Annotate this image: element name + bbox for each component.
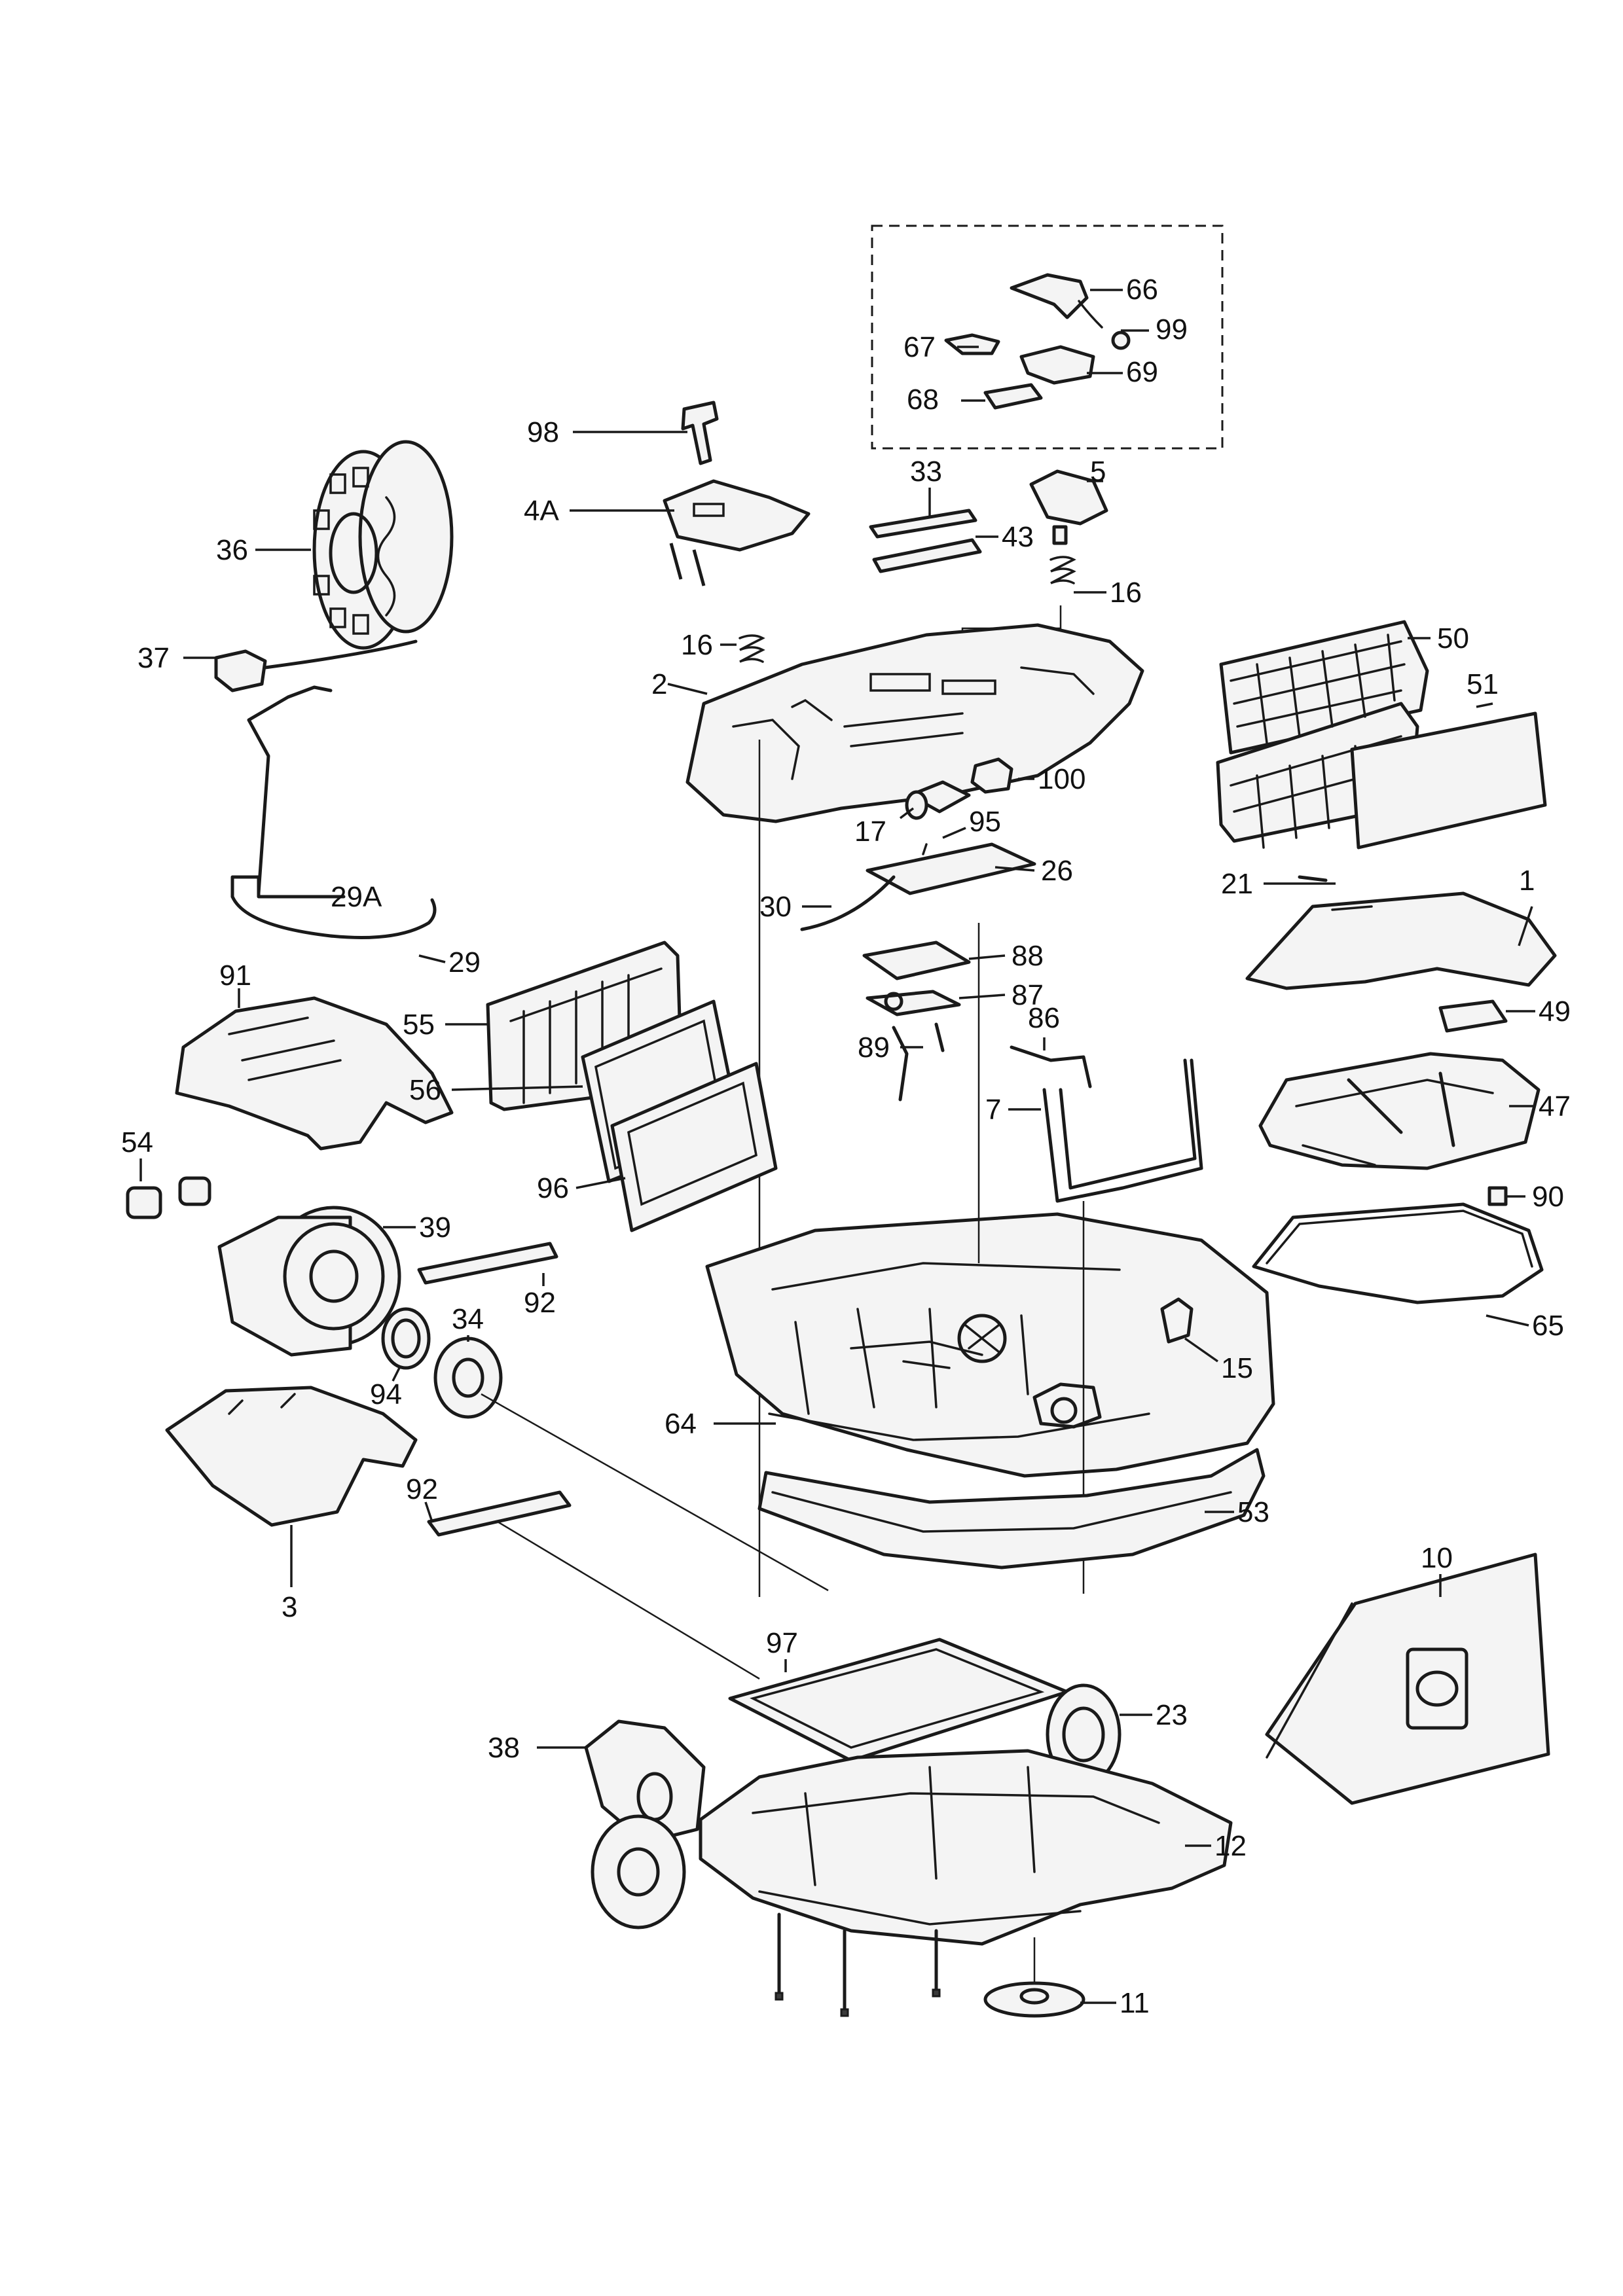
callout-38: 38 (488, 1732, 520, 1764)
callout-86: 86 (1028, 1002, 1060, 1034)
part-3-motor-cover-bottom (165, 1386, 418, 1587)
part-29-cable (230, 895, 446, 963)
part-4A-plug (570, 479, 811, 586)
inset-detail-box (871, 224, 1224, 450)
callout-92-upper: 92 (524, 1287, 556, 1319)
part-39-motor (217, 1206, 416, 1357)
part-91-motor-cover-top (175, 988, 454, 1151)
part-36-cord-reel (255, 440, 454, 650)
part-34-seal (433, 1335, 829, 1592)
part-65-gasket (1252, 1202, 1544, 1327)
part-92-bracket-lower (424, 1490, 760, 1680)
callout-4A: 4A (524, 495, 559, 527)
part-88-bracket (862, 941, 1006, 980)
callout-95: 95 (969, 806, 1001, 838)
part-7-handle (1008, 1058, 1203, 1203)
callout-66: 66 (1126, 274, 1158, 306)
part-100-switch (970, 757, 1034, 794)
callout-91: 91 (219, 960, 251, 992)
part-15-clip (1160, 1297, 1219, 1363)
callout-96: 96 (537, 1172, 569, 1204)
callout-100: 100 (1038, 763, 1085, 795)
callout-17: 17 (854, 816, 886, 848)
callout-50: 50 (1437, 622, 1469, 655)
part-49-latch (1438, 999, 1535, 1033)
part-94-ring (381, 1307, 431, 1382)
callout-90: 90 (1532, 1181, 1564, 1213)
callout-99: 99 (1156, 314, 1188, 346)
part-10-dust-bag (1265, 1552, 1550, 1805)
callout-37: 37 (137, 642, 170, 674)
callout-5: 5 (1090, 456, 1106, 488)
callout-33: 33 (910, 456, 942, 488)
callout-51: 51 (1467, 668, 1499, 700)
callout-12: 12 (1214, 1830, 1247, 1862)
callout-2: 2 (651, 668, 667, 700)
part-1-lid (1245, 882, 1557, 990)
callout-94: 94 (370, 1378, 402, 1410)
callout-10: 10 (1421, 1542, 1453, 1574)
callout-53: 53 (1237, 1496, 1269, 1528)
callout-16-left: 16 (681, 629, 713, 661)
callout-7: 7 (985, 1094, 1001, 1126)
callout-97: 97 (766, 1627, 798, 1659)
callout-56: 56 (409, 1074, 441, 1106)
callout-16-right: 16 (1110, 577, 1142, 609)
callout-67: 67 (903, 331, 936, 363)
part-front-wheel (591, 1814, 686, 1929)
part-47-lid-frame (1258, 1052, 1541, 1170)
callout-39: 39 (419, 1211, 451, 1244)
part-96-filter-frame (575, 1062, 778, 1232)
callout-65: 65 (1532, 1310, 1564, 1342)
part-16-spring-left (720, 634, 765, 663)
callout-55: 55 (403, 1009, 435, 1041)
part-11-swivel-wheel (983, 1937, 1116, 2018)
callout-29A: 29A (331, 881, 382, 913)
part-92-bracket-upper (417, 1242, 558, 1286)
callout-23: 23 (1156, 1699, 1188, 1731)
part-17-knob (899, 780, 971, 820)
callout-69: 69 (1126, 356, 1158, 388)
callout-34: 34 (452, 1303, 484, 1335)
part-90-clip (1487, 1186, 1525, 1206)
part-29A-cable-holder (230, 685, 346, 899)
callout-26: 26 (1041, 855, 1073, 887)
part-12-chassis (699, 1749, 1233, 1946)
callout-89: 89 (858, 1031, 890, 1064)
part-54-brush (126, 1158, 211, 1219)
callout-21: 21 (1221, 868, 1253, 900)
callout-87: 87 (1012, 979, 1044, 1011)
callout-29: 29 (448, 946, 481, 978)
callout-30: 30 (759, 891, 792, 923)
callout-11: 11 (1120, 1987, 1150, 2019)
callout-49: 49 (1539, 996, 1571, 1028)
callout-98: 98 (527, 416, 559, 448)
callout-1: 1 (1519, 865, 1535, 897)
part-53-bumper (757, 1448, 1266, 1570)
callout-64: 64 (665, 1408, 697, 1440)
part-86-lever (1010, 1037, 1092, 1088)
part-21-screw (1298, 875, 1328, 882)
part-5-button (1029, 469, 1108, 545)
part-87-bracket (866, 990, 1006, 1016)
callout-68: 68 (907, 384, 939, 416)
callout-92-lower: 92 (406, 1473, 438, 1505)
callout-88: 88 (1012, 940, 1044, 972)
part-26-plate (800, 827, 1036, 931)
part-51-filter-pad (1350, 702, 1547, 850)
part-89-lever (892, 1022, 945, 1102)
callout-47: 47 (1539, 1090, 1571, 1122)
chassis-screws (775, 1912, 941, 2017)
part-33-43-strips (869, 488, 998, 573)
callout-36: 36 (216, 534, 248, 566)
callout-15: 15 (1221, 1352, 1253, 1384)
part-37-plug-assembly (183, 639, 418, 692)
part-64-main-body (705, 923, 1275, 1594)
callout-54: 54 (121, 1126, 153, 1158)
callout-43: 43 (1002, 521, 1034, 553)
part-98-clip (573, 401, 719, 465)
callout-labels: 66 99 67 69 68 98 33 5 4A 36 43 16 16 37… (121, 274, 1571, 2019)
callout-3: 3 (282, 1591, 297, 1623)
